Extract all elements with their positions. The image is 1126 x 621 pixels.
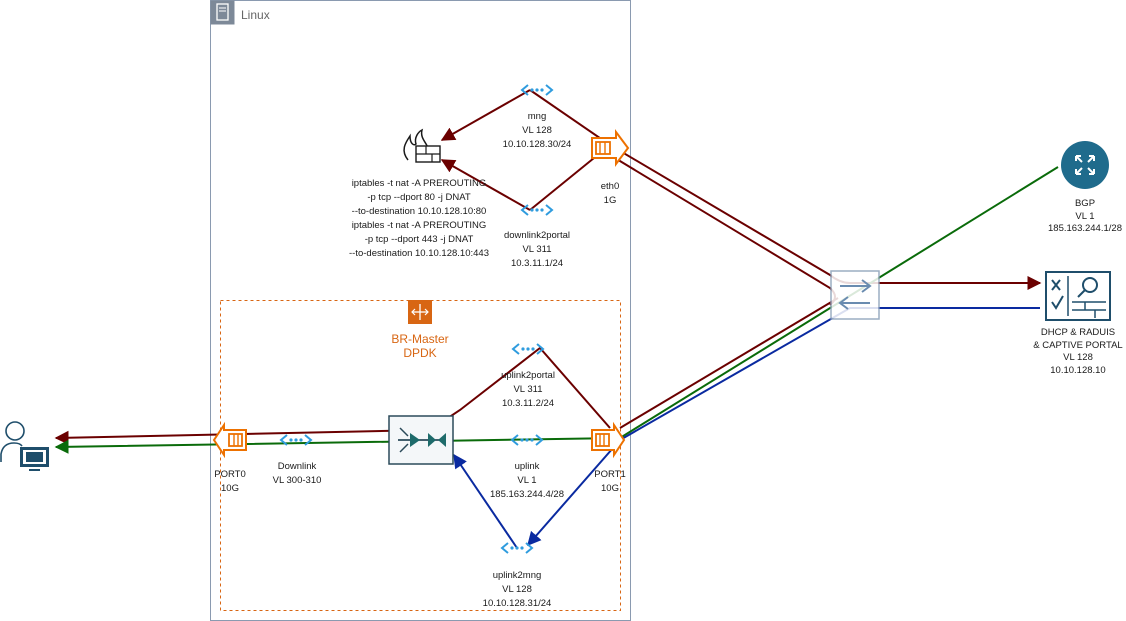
eth0-speed: 1G xyxy=(604,195,617,206)
dhcp-to-uplink2mng-path xyxy=(527,307,1040,547)
downlink2portal-icon xyxy=(521,204,553,216)
iptables-line: iptables -t nat -A PREROUTING xyxy=(352,220,487,231)
uplink-ip: 185.163.244.4/28 xyxy=(490,489,564,500)
mng-ip: 10.10.128.30/24 xyxy=(503,139,572,150)
dhcp-label: DHCP & RADUIS & CAPTIVE PORTAL VL 128 10… xyxy=(1033,327,1122,376)
dhcp-line1: DHCP & RADUIS xyxy=(1041,327,1115,338)
port1-name: PORT1 xyxy=(594,469,626,480)
br-master-title: BR-Master xyxy=(391,332,448,346)
mng-vlan: VL 128 xyxy=(522,125,552,136)
bgp-ip: 185.163.244.1/28 xyxy=(1048,223,1122,234)
uplink2portal-name: uplink2portal xyxy=(501,370,555,381)
downlink2portal-ip: 10.3.11.1/24 xyxy=(511,258,563,269)
iptables-line: --to-destination 10.10.128.10:443 xyxy=(349,248,489,259)
bgp-vlan: VL 1 xyxy=(1075,211,1094,222)
mng-name: mng xyxy=(528,111,546,122)
eth0-to-dhcp-path-2 xyxy=(609,154,836,306)
iptables-line: -p tcp --dport 80 -j DNAT xyxy=(367,192,470,203)
br-master-subtitle: DPDK xyxy=(403,346,436,360)
eth0-port-icon xyxy=(591,129,630,167)
uplink2mng-vlan: VL 128 xyxy=(502,584,532,595)
downlink-label: Downlink VL 300-310 xyxy=(273,461,322,486)
mng-to-eth0-path xyxy=(529,89,611,146)
bridge-icon xyxy=(388,415,454,465)
bgp-label: BGP VL 1 185.163.244.1/28 xyxy=(1048,198,1122,234)
linux-title: Linux xyxy=(241,8,270,22)
port1-speed: 10G xyxy=(601,483,619,494)
router-icon xyxy=(408,300,432,324)
iptables-line: -p tcp --dport 443 -j DNAT xyxy=(365,234,474,245)
server-icon xyxy=(210,0,235,25)
downlink-vlan: VL 300-310 xyxy=(273,475,322,486)
iptables-rules: iptables -t nat -A PREROUTING -p tcp --d… xyxy=(349,178,489,259)
uplink2mng-name: uplink2mng xyxy=(493,570,542,581)
uplink-label: uplink VL 1 185.163.244.4/28 xyxy=(490,461,564,500)
client-pc-icon xyxy=(0,421,49,471)
eth0-label: eth0 1G xyxy=(601,181,620,206)
uplink-vlan: VL 1 xyxy=(517,475,536,486)
downlink-name: Downlink xyxy=(278,461,317,472)
port1-icon xyxy=(591,421,626,459)
iptables-line: iptables -t nat -A PREROUTING xyxy=(352,178,487,189)
downlink2portal-label: downlink2portal VL 311 10.3.11.1/24 xyxy=(504,230,570,269)
dhcp-line2: & CAPTIVE PORTAL xyxy=(1033,340,1122,351)
paths xyxy=(54,89,1059,549)
br-master-group: BR-Master DPDK xyxy=(220,300,621,611)
port0-name: PORT0 xyxy=(214,469,246,480)
iptables-line: --to-destination 10.10.128.10:80 xyxy=(352,206,487,217)
dhcp-vlan: VL 128 xyxy=(1063,352,1093,363)
dhcp-server-icon xyxy=(1045,271,1111,321)
mng-to-firewall-path xyxy=(440,89,531,141)
uplink-name: uplink xyxy=(515,461,540,472)
downlink2portal-vlan: VL 311 xyxy=(522,244,551,255)
uplink2portal-label: uplink2portal VL 311 10.3.11.2/24 xyxy=(501,370,555,409)
eth0-name: eth0 xyxy=(601,181,620,192)
uplink2mng-icon xyxy=(501,542,533,554)
downlink2portal-name: downlink2portal xyxy=(504,230,570,241)
uplink2mng-ip: 10.10.128.31/24 xyxy=(483,598,552,609)
bgp-name: BGP xyxy=(1075,198,1095,209)
uplink2mng-label: uplink2mng VL 128 10.10.128.31/24 xyxy=(483,570,552,609)
uplink2portal-ip: 10.3.11.2/24 xyxy=(502,398,554,409)
switch-to-port1-path xyxy=(619,297,839,429)
eth0-to-dhcp-path xyxy=(609,144,1042,290)
uplink2portal-vlan: VL 311 xyxy=(513,384,542,395)
mng-icon xyxy=(521,84,553,96)
mng-label: mng VL 128 10.10.128.30/24 xyxy=(503,111,572,150)
port0-speed: 10G xyxy=(221,483,239,494)
downlink2portal-to-firewall-path xyxy=(440,159,531,211)
bgp-router-icon xyxy=(1061,141,1109,189)
port0-label: PORT0 10G xyxy=(214,469,246,494)
port0-icon xyxy=(212,421,247,459)
uplink2mng-to-bridge-path xyxy=(453,453,518,549)
firewall-icon xyxy=(403,128,441,163)
port1-label: PORT1 10G xyxy=(594,469,626,494)
dhcp-ip: 10.10.128.10 xyxy=(1050,365,1105,376)
switch-icon xyxy=(830,270,880,320)
